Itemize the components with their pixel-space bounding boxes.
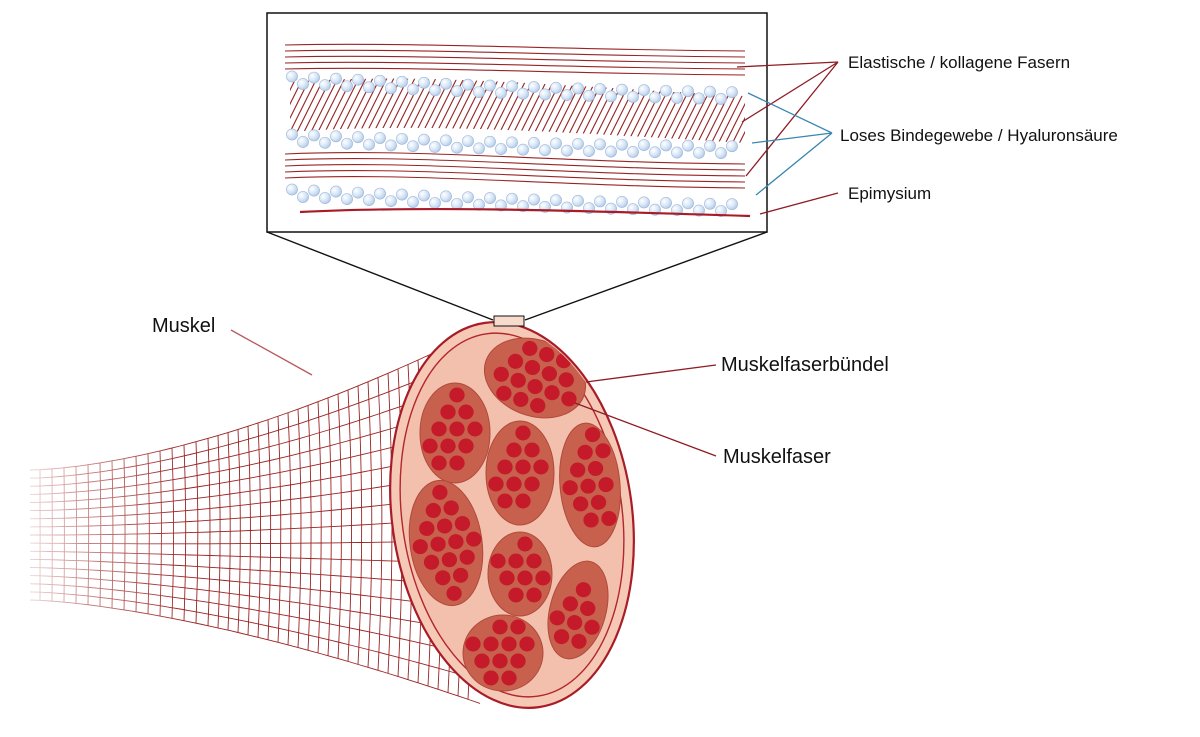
label-muscle-fiber: Muskelfaser <box>723 446 831 468</box>
label-loose-connective-tissue: Loses Bindegewebe / Hyaluronsäure <box>840 126 1118 145</box>
leader-lines <box>230 61 839 457</box>
hyaluron-beads <box>286 70 738 217</box>
zoom-sample-marker <box>493 315 525 327</box>
muscle-fiber-bundles <box>408 337 621 692</box>
muscle-cross-section <box>389 315 635 709</box>
tissue-layers-detail <box>284 43 751 218</box>
label-muscle: Muskel <box>152 315 216 337</box>
label-epimysium: Epimysium <box>848 184 932 203</box>
label-elastic-collagen-fibers: Elastische / kollagene Fasern <box>848 53 1071 72</box>
epimysium-layer-line <box>299 207 751 218</box>
elastic-collagen-fibers <box>284 43 746 189</box>
label-muscle-fiber-bundle: Muskelfaserbündel <box>721 354 889 376</box>
